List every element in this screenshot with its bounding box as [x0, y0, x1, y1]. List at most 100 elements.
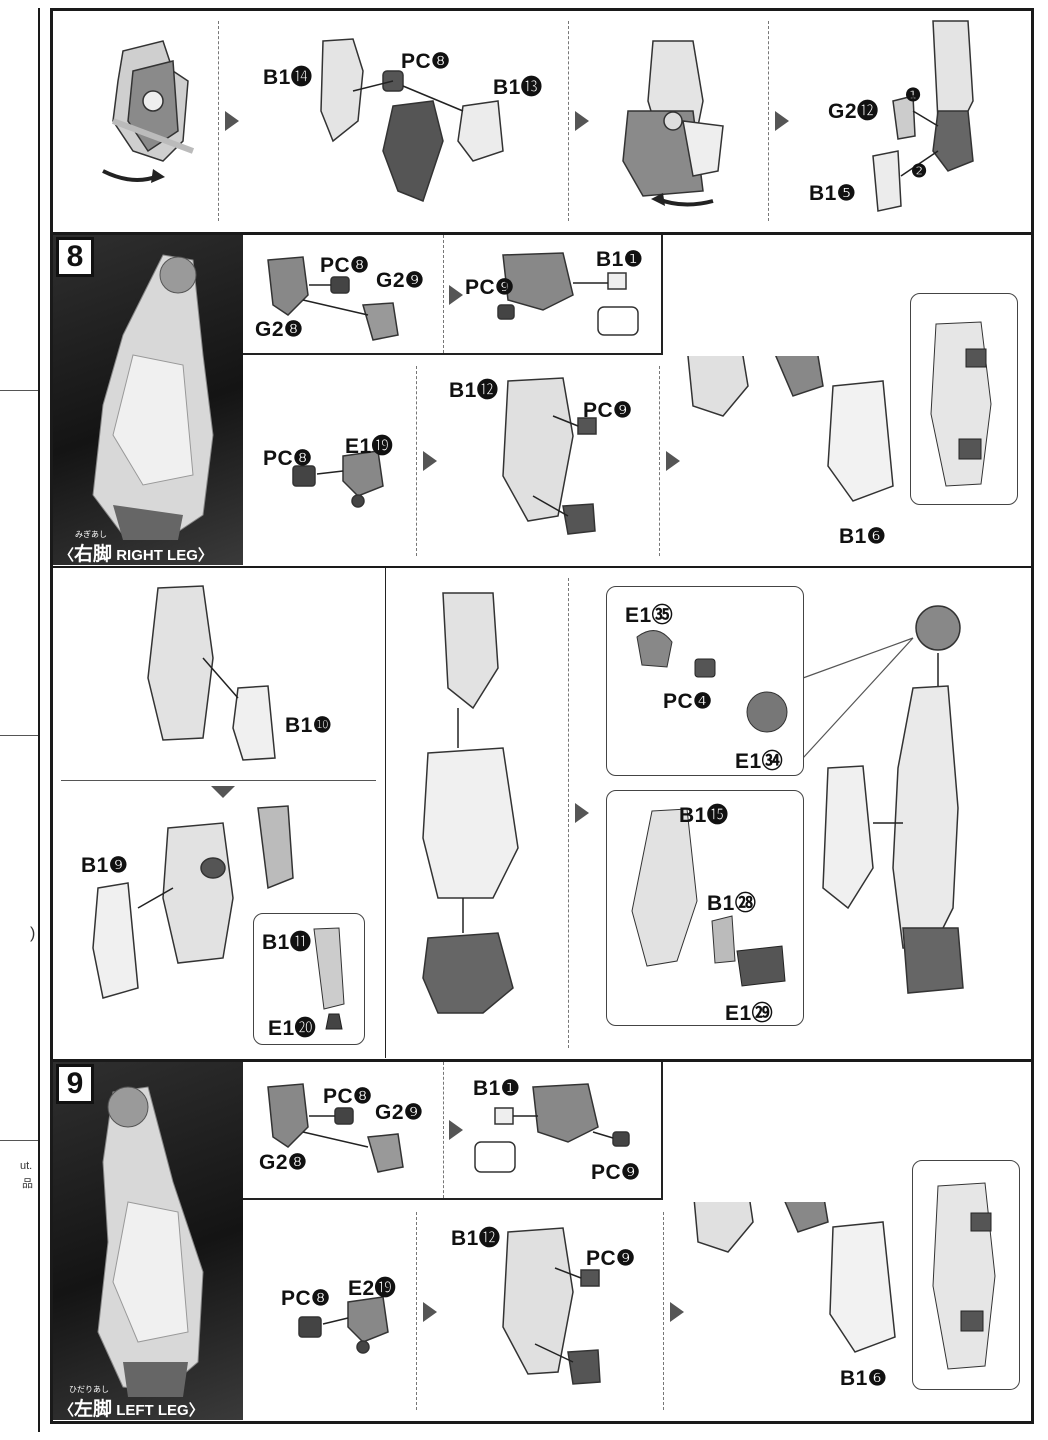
part-label: E2⓳: [348, 1277, 397, 1300]
step-arrow-icon: [666, 451, 680, 471]
edge-fragment-text: 品: [22, 1178, 33, 1190]
part-label: B1❿: [285, 714, 333, 737]
part-label: B1⓭: [493, 76, 543, 99]
part-label: PC❾: [586, 1247, 636, 1270]
step-arrow-icon: [575, 111, 589, 131]
part-label: PC❾: [465, 276, 515, 299]
caption-en: LEFT LEG: [116, 1402, 189, 1419]
part-label: G2❽: [259, 1151, 308, 1174]
panel-divider: [443, 1062, 444, 1198]
part-label: B1❺: [809, 182, 857, 205]
part-label: B1❻: [840, 1367, 888, 1390]
part-label: B1❶: [596, 248, 644, 271]
caption-jp: 左脚: [74, 1399, 113, 1420]
panel-divider: [443, 235, 444, 353]
step8-middle-illustration: [292, 356, 894, 535]
panel-divider: [768, 21, 769, 221]
step9-detail-inset: [912, 1160, 1020, 1390]
step-arrow-icon: [225, 111, 239, 131]
subbox-art: [636, 630, 788, 733]
panel-divider: [659, 366, 660, 556]
step-arrow-icon: [670, 1302, 684, 1322]
part-label: E1㉟: [625, 604, 674, 627]
caption-furigana: ひだりあし: [69, 1385, 109, 1394]
part-label: B1⓯: [679, 804, 729, 827]
section-divider: [53, 566, 1031, 568]
part-label: G2❾: [376, 269, 425, 292]
step8-lower-section: B1❿ B1❾ B1⓫ E1⓴ E1㉟ PC❹ E1㉞ B1⓯ B1㉘ E1㉙: [53, 568, 1031, 1058]
detail-inset-art: [932, 1182, 996, 1370]
step8-upper-illustration: [267, 252, 639, 341]
order-mark: ❷: [911, 161, 928, 181]
part-label: B1❻: [839, 525, 887, 548]
top-step-panel: B1⓮ PC❽ B1⓭ G2⓬ B1❺ ❶ ❷: [53, 11, 1031, 231]
part-label: G2❽: [255, 318, 304, 341]
part-label: PC❽: [281, 1287, 331, 1310]
part-label: G2⓬: [828, 100, 879, 123]
step-arrow-icon: [423, 1302, 437, 1322]
part-label: E1⓴: [268, 1017, 317, 1040]
prev-page-divider: [0, 390, 38, 391]
edge-fragment-text: ut.: [20, 1160, 33, 1172]
prev-page-divider: [0, 1140, 38, 1141]
part-label: B1⓮: [263, 66, 313, 89]
step-arrow-icon: [775, 111, 789, 131]
order-mark: ❶: [905, 85, 922, 105]
step8-caption: 〈右脚 RIGHT LEG〉: [59, 544, 213, 565]
panel-divider: [568, 578, 569, 1048]
panel-divider: [385, 568, 386, 1058]
prev-page-divider: [0, 735, 38, 736]
step-arrow-icon: [575, 803, 589, 823]
part-label: PC❹: [663, 690, 713, 713]
step8-j-subbox: B1⓯ B1㉘ E1㉙: [606, 790, 804, 1026]
part-label: E1㉞: [735, 750, 784, 773]
step8-upper-box: PC❽ G2❾ G2❽ B1❶ PC❾: [243, 235, 663, 355]
part-label: B1㉘: [707, 892, 757, 915]
step8-detail-inset: [910, 293, 1018, 505]
panel-divider: [61, 780, 376, 781]
step-number-8: 8: [56, 237, 94, 277]
section-divider: [53, 232, 1031, 235]
step-arrow-icon: [423, 451, 437, 471]
step-arrow-icon: [449, 1120, 463, 1140]
top-step-illustration: [102, 20, 974, 212]
step8-lower-illustration: [92, 585, 964, 1014]
part-label: E1⓳: [345, 435, 394, 458]
part-label: PC❾: [591, 1161, 641, 1184]
part-label: PC❽: [320, 254, 370, 277]
part-label: PC❽: [401, 50, 451, 73]
panel-divider: [218, 21, 219, 221]
panel-divider: [568, 21, 569, 221]
part-label: PC❾: [583, 399, 633, 422]
part-label: PC❽: [263, 447, 313, 470]
step9-middle-row: PC❽ E2⓳ B1⓬ PC❾ B1❻: [243, 1202, 1031, 1418]
part-label: G2❾: [375, 1101, 424, 1124]
step8-middle-row: PC❽ E1⓳ B1⓬ PC❾ B1❻: [243, 356, 1031, 564]
step9-caption: 〈左脚 LEFT LEG〉: [59, 1399, 204, 1420]
caption-furigana: みぎあし: [75, 530, 107, 539]
part-label: B1⓫: [262, 931, 312, 954]
step8-i-subbox: E1㉟ PC❹ E1㉞: [606, 586, 804, 776]
step9-upper-illustration: [267, 1083, 630, 1173]
part-label: B1❾: [81, 854, 129, 877]
edge-fragment-text: ): [30, 925, 36, 942]
panel-divider: [663, 1212, 664, 1410]
step9-photo: ひだりあし 〈左脚 LEFT LEG〉: [53, 1062, 243, 1420]
detail-inset-art: [930, 321, 992, 487]
part-label: PC❽: [323, 1085, 373, 1108]
part-label: B1⓬: [451, 1227, 501, 1250]
step-arrow-icon: [449, 285, 463, 305]
part-label: B1⓬: [449, 379, 499, 402]
section-divider: [53, 1059, 1031, 1062]
subbox-art: [631, 808, 786, 987]
right-leg-photo-art: [92, 254, 214, 540]
panel-divider: [416, 366, 417, 556]
part-label: E1㉙: [725, 1002, 774, 1025]
caption-jp: 右脚: [74, 544, 113, 565]
panel-divider: [416, 1212, 417, 1410]
left-leg-photo-art: [97, 1086, 204, 1397]
prev-page-edge: [0, 8, 40, 1432]
step9-upper-box: PC❽ G2❾ G2❽ B1❶ PC❾: [243, 1062, 663, 1200]
instruction-frame: [50, 8, 1034, 1424]
